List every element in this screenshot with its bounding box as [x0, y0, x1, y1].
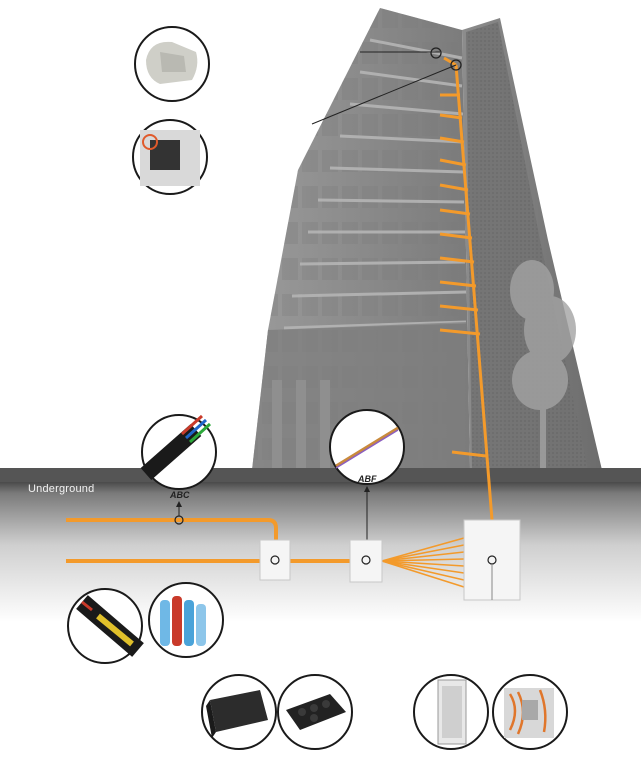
abf-fiber-icon [330, 410, 404, 484]
closure-tray-icon [278, 675, 352, 749]
abc-label: ABC [170, 490, 190, 500]
abc-cable-icon [142, 415, 216, 489]
abf-label: ABF [358, 474, 377, 484]
ground-surface [0, 468, 641, 482]
microduct-bundle-icon [149, 583, 223, 657]
closure-icon [202, 675, 276, 749]
patch-panel-icon [493, 675, 567, 749]
underground-label: Underground [28, 483, 94, 495]
rack-cabinet-icon [414, 675, 488, 749]
splice-box-1 [260, 540, 290, 580]
building-distribution-box [464, 520, 520, 600]
splice-box-2 [350, 540, 382, 582]
cable-connector-icon [135, 27, 209, 101]
armored-cable-icon [68, 589, 142, 663]
distribution-box-icon [133, 120, 207, 194]
